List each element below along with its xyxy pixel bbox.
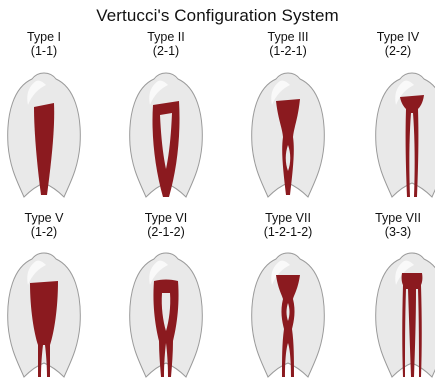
type-label-group: Type IV(2-2) [344, 31, 435, 58]
type-name: Type I [0, 31, 98, 45]
tooth-svg [6, 245, 82, 385]
type-config: (2-1-2) [112, 226, 220, 240]
canal-shape [402, 273, 423, 377]
tooth-outline [130, 253, 203, 377]
root-canal-diagram [374, 65, 435, 210]
type-config: (1-2) [0, 226, 98, 240]
type-config: (1-2-1) [234, 45, 342, 59]
tooth-svg [6, 65, 82, 205]
type-name: Type VII [344, 212, 435, 226]
tooth-outline [252, 253, 325, 377]
type-label-group: Type VII(1-2-1-2) [234, 212, 342, 239]
root-canal-diagram [250, 65, 326, 210]
type-name: Type VI [112, 212, 220, 226]
type-name: Type IV [344, 31, 435, 45]
tooth-svg [128, 65, 204, 205]
root-canal-diagram [6, 245, 82, 390]
type-config: (2-2) [344, 45, 435, 59]
tooth-svg [250, 65, 326, 205]
type-config: (1-1) [0, 45, 98, 59]
type-config: (2-1) [112, 45, 220, 59]
root-canal-diagram [6, 65, 82, 210]
type-config: (1-2-1-2) [234, 226, 342, 240]
type-label-group: Type III(1-2-1) [234, 31, 342, 58]
type-label-group: Type I(1-1) [0, 31, 98, 58]
tooth-outline [376, 73, 435, 197]
type-label-group: Type VI(2-1-2) [112, 212, 220, 239]
root-canal-diagram [128, 245, 204, 390]
type-config: (3-3) [344, 226, 435, 240]
tooth-svg [374, 245, 435, 385]
root-canal-diagram [250, 245, 326, 390]
type-label-group: Type VII(3-3) [344, 212, 435, 239]
type-name: Type VII [234, 212, 342, 226]
type-label-group: Type II(2-1) [112, 31, 220, 58]
tooth-svg [250, 245, 326, 385]
diagram-title: Vertucci's Configuration System [0, 6, 435, 26]
type-name: Type III [234, 31, 342, 45]
type-label-group: Type V(1-2) [0, 212, 98, 239]
type-name: Type V [0, 212, 98, 226]
root-canal-diagram [374, 245, 435, 390]
tooth-svg [128, 245, 204, 385]
tooth-svg [374, 65, 435, 205]
type-name: Type II [112, 31, 220, 45]
root-canal-diagram [128, 65, 204, 210]
